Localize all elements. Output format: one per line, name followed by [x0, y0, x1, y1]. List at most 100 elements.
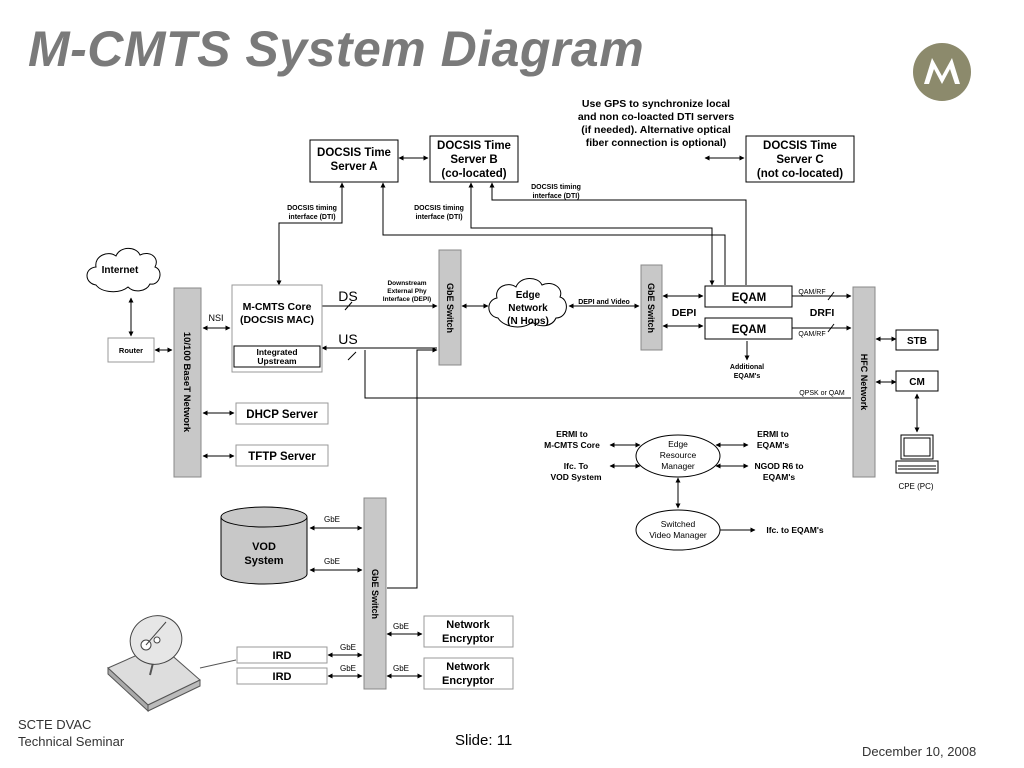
- edge-resource-manager: [635, 434, 721, 478]
- ifc-vod-line1: Ifc. To: [564, 461, 588, 471]
- time-server-b-line2: Server B: [450, 154, 497, 166]
- basest-network-label: 10/100 BaseT Network: [181, 332, 192, 433]
- basest-network-bar: [173, 287, 202, 478]
- gbe-label-vod-2: GbE: [324, 557, 340, 566]
- depi-label: DEPI: [672, 307, 697, 319]
- gbe-label-ird-2: GbE: [340, 664, 356, 673]
- vod-line1: VOD: [252, 541, 276, 553]
- gbe-label-enc-2: GbE: [393, 664, 409, 673]
- internet-label: Internet: [102, 265, 139, 276]
- qam-rf-label-2: QAM/RF: [798, 331, 825, 338]
- dti-label-b-line2: interface (DTI): [415, 214, 462, 221]
- computer-icon: [895, 434, 939, 474]
- footer-date: December 10, 2008: [862, 744, 977, 759]
- time-server-a-line2: Server A: [331, 161, 378, 173]
- erm-line3: Manager: [661, 461, 695, 471]
- edge-network-line3: (N Hops): [507, 316, 549, 327]
- hfc-network-bar: [852, 286, 876, 478]
- gbe-switch-bottom-label: GbE Switch: [370, 569, 380, 619]
- additional-eqams-line1: Additional: [730, 364, 764, 371]
- gbe-switch-right-label: GbE Switch: [646, 283, 656, 333]
- cm-box: [895, 370, 939, 392]
- mcmts-core-line1: M-CMTS Core: [243, 301, 312, 313]
- router-box: [107, 337, 155, 363]
- ird-1-label: IRD: [273, 650, 292, 662]
- footer-org-line2: Technical Seminar: [18, 734, 125, 749]
- drfi-label: DRFI: [810, 307, 835, 319]
- depi-ext-line3: Interface (DEPI): [383, 296, 431, 303]
- hfc-network-label: HFC Network: [859, 354, 869, 411]
- ngod-line2: EQAM's: [763, 472, 796, 482]
- integrated-upstream-line2: Upstream: [257, 356, 297, 366]
- eqam-1-label: EQAM: [732, 292, 767, 304]
- dhcp-server: [235, 402, 329, 425]
- gps-note-line3: (if needed). Alternative optical: [581, 124, 731, 136]
- depi-video-label: DEPI and Video: [578, 299, 630, 306]
- qam-rf-label-1: QAM/RF: [798, 289, 825, 296]
- slide-title: M-CMTS System Diagram: [28, 21, 645, 77]
- dti-label-b-line1: DOCSIS timing: [414, 205, 464, 212]
- stb-label: STB: [907, 336, 927, 347]
- router-label: Router: [119, 346, 143, 355]
- erm-line1: Edge: [668, 439, 688, 449]
- gbe-label-vod-1: GbE: [324, 515, 340, 524]
- eqam-2-label: EQAM: [732, 324, 767, 336]
- gbe-switch-bottom: [363, 497, 387, 690]
- encryptor-2-line1: Network: [446, 661, 490, 673]
- network-encryptor-1: [423, 615, 514, 648]
- ermi-core-line1: ERMI to: [556, 429, 588, 439]
- gps-note-line2: and non co-loacted DTI servers: [578, 111, 735, 123]
- dti-label-c-line1: DOCSIS timing: [531, 184, 581, 191]
- ds-label: DS: [338, 288, 357, 304]
- integrated-upstream: [233, 345, 321, 368]
- encryptor-1-line1: Network: [446, 619, 490, 631]
- network-encryptor-2: [423, 657, 514, 690]
- dti-label-a-line1: DOCSIS timing: [287, 205, 337, 212]
- vod-line2: System: [244, 555, 283, 567]
- edge-network-cloud-icon: Edge Network (N Hops): [488, 278, 567, 328]
- time-server-c-line2: Server C: [776, 154, 823, 166]
- time-server-b: [429, 135, 519, 183]
- ifc-eqam-label: Ifc. to EQAM's: [766, 525, 824, 535]
- vod-database-icon: [220, 506, 308, 585]
- edge-network-line2: Network: [508, 303, 548, 314]
- edge-network-line1: Edge: [516, 290, 541, 301]
- gps-note-line4: fiber connection is optional): [586, 137, 727, 149]
- switched-video-manager: [635, 509, 721, 551]
- footer-organization: SCTE DVAC Technical Seminar: [18, 716, 124, 750]
- gbe-switch-top-label: GbE Switch: [445, 283, 455, 333]
- gbe-label-enc-1: GbE: [393, 622, 409, 631]
- time-server-c-line1: DOCSIS Time: [763, 140, 837, 152]
- additional-eqams-line2: EQAM's: [734, 373, 761, 380]
- eqam-2: [704, 317, 793, 340]
- mcmts-core-line2: (DOCSIS MAC): [240, 314, 314, 326]
- time-server-c: [745, 135, 855, 183]
- ermi-core-line2: M-CMTS Core: [544, 440, 600, 450]
- svm-line2: Video Manager: [649, 530, 707, 540]
- dti-label-c-line2: interface (DTI): [532, 193, 579, 200]
- stb-box: [895, 329, 939, 351]
- ermi-eqam-line2: EQAM's: [757, 440, 790, 450]
- dhcp-label: DHCP Server: [246, 409, 318, 421]
- ird-2-label: IRD: [273, 671, 292, 683]
- internet-cloud-icon: Internet: [86, 247, 161, 293]
- depi-ext-line1: Downstream: [387, 280, 426, 287]
- ngod-line1: NGOD R6 to: [754, 461, 803, 471]
- dti-label-a-line2: interface (DTI): [288, 214, 335, 221]
- slide-number: Slide: 11: [455, 732, 513, 749]
- satellite-dish-icon: [107, 615, 201, 713]
- time-server-b-line1: DOCSIS Time: [437, 140, 511, 152]
- eqam-1: [704, 285, 793, 308]
- ird-2: [236, 667, 328, 685]
- cm-label: CM: [909, 377, 925, 388]
- svm-line1: Switched: [661, 519, 696, 529]
- gbe-switch-top: [438, 249, 462, 366]
- time-server-b-line3: (co-located): [441, 168, 506, 180]
- encryptor-1-line2: Encryptor: [442, 633, 495, 645]
- time-server-a-line1: DOCSIS Time: [317, 147, 391, 159]
- time-server-a: [309, 139, 399, 183]
- ifc-vod-line2: VOD System: [550, 472, 601, 482]
- us-label: US: [338, 331, 357, 347]
- gps-note-line1: Use GPS to synchronize local: [582, 98, 730, 110]
- ird-1: [236, 646, 328, 664]
